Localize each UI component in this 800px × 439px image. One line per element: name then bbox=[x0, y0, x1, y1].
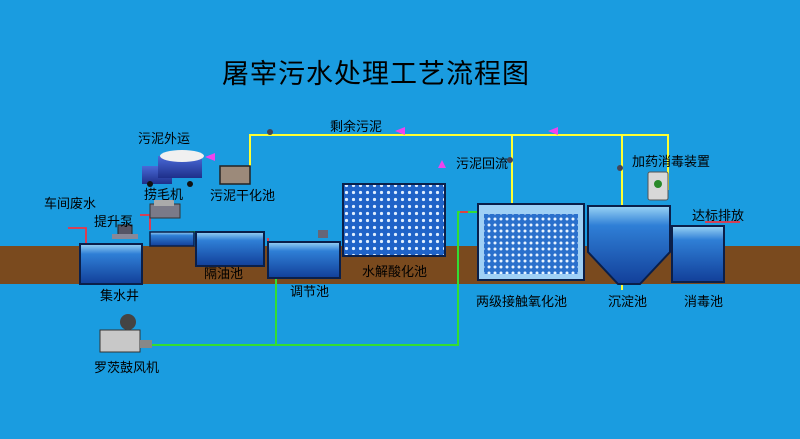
label-workshop-wastewater: 车间废水 bbox=[44, 197, 97, 212]
label-hydrolysis-tank: 水解酸化池 bbox=[362, 265, 428, 280]
dosing-device-icon bbox=[647, 171, 669, 201]
label-roots-blower: 罗茨鼓风机 bbox=[94, 361, 160, 376]
disinfection-tank bbox=[671, 225, 725, 283]
sludge-drying-pool bbox=[219, 165, 251, 185]
lift-pump-icon bbox=[112, 224, 138, 239]
label-collection-well: 集水井 bbox=[100, 289, 140, 304]
label-sedimentation-tank: 沉淀池 bbox=[608, 295, 648, 310]
hydrolysis-tank bbox=[342, 183, 446, 257]
equalization-tank bbox=[267, 241, 341, 279]
flow-arrows bbox=[205, 127, 558, 168]
screen-machine-icon bbox=[149, 200, 181, 219]
label-oil-separator: 隔油池 bbox=[204, 267, 244, 282]
diagram-title: 屠宰污水处理工艺流程图 bbox=[222, 59, 530, 90]
label-equalization-tank: 调节池 bbox=[290, 285, 330, 300]
label-disinfection-tank: 消毒池 bbox=[684, 295, 724, 310]
label-contact-oxidation-tank: 两级接触氧化池 bbox=[476, 295, 568, 310]
label-sludge-transport: 污泥外运 bbox=[138, 132, 191, 147]
label-excess-sludge: 剩余污泥 bbox=[330, 120, 383, 135]
label-dosing-device: 加药消毒装置 bbox=[632, 155, 711, 170]
roots-blower-icon bbox=[99, 314, 152, 353]
contact-oxidation-tank bbox=[477, 203, 585, 281]
label-discharge: 达标排放 bbox=[692, 209, 745, 224]
collection-well bbox=[79, 243, 143, 285]
mixer-icon bbox=[318, 230, 328, 238]
truck-icon bbox=[142, 150, 204, 187]
oil-separator-tank bbox=[195, 231, 265, 267]
label-sludge-return: 污泥回流 bbox=[456, 157, 509, 172]
sedimentation-tank bbox=[587, 205, 671, 285]
label-sludge-drying-pool: 污泥干化池 bbox=[210, 189, 276, 204]
valve-icons bbox=[267, 129, 623, 171]
small-tank bbox=[149, 231, 195, 247]
label-lift-pump: 提升泵 bbox=[94, 215, 134, 230]
label-screen-machine: 捞毛机 bbox=[144, 188, 184, 203]
